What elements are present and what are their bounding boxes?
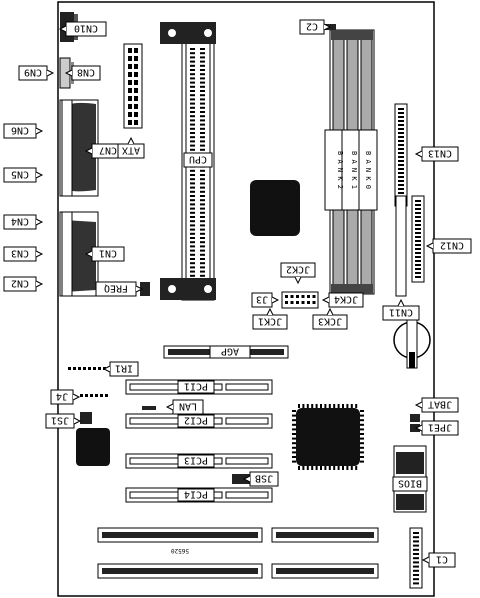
label-jck3-text: JCK3: [318, 316, 342, 327]
label-cn1-text: CN1: [99, 248, 117, 259]
label-j4: J4: [50, 389, 81, 405]
label-jck3: JCK3: [312, 307, 348, 330]
label-bios: BIOS: [392, 476, 428, 492]
label-cn5: CN5: [3, 167, 44, 183]
cn4-cn1-cn2-connector: [59, 211, 99, 297]
label-ir1: IR1: [102, 361, 139, 377]
battery: [393, 319, 431, 369]
jsb-header: [232, 474, 250, 484]
label-cn2: CN2: [3, 276, 44, 292]
label-cn7-text: CN7: [99, 145, 117, 156]
label-freq: FREQ: [95, 281, 144, 297]
label-cn12: CN12: [425, 238, 472, 254]
label-jbat: JBAT: [414, 397, 459, 413]
label-lan-text: LAN: [179, 401, 197, 412]
lan-header: [142, 406, 156, 410]
label-c1: C1: [421, 552, 456, 568]
cn13-header: [394, 103, 408, 207]
label-cn10: CN10: [58, 21, 107, 37]
label-jsb: JSB: [242, 471, 279, 487]
label-jck2: JCK2: [280, 262, 316, 285]
label-jpe1: JPE1: [414, 420, 459, 436]
label-cn8: CN8: [64, 65, 101, 81]
label-cn8-text: CN8: [77, 67, 95, 78]
label-c1-text: C1: [436, 554, 448, 565]
label-cn4-text: CN4: [11, 216, 29, 227]
isa-slots: [97, 527, 379, 579]
freq-jumper: [140, 282, 150, 296]
label-agp: AGP: [209, 345, 251, 359]
label-ir1-text: IR1: [115, 363, 133, 374]
label-cn10-text: CN10: [74, 23, 98, 34]
label-j4-text: J4: [56, 391, 68, 402]
label-j3: J3: [251, 292, 280, 308]
label-pci4: PCI4: [177, 488, 215, 502]
cn6-cn7-connector: [59, 99, 99, 197]
label-pci1-text: PCI1: [184, 381, 208, 392]
label-atx-text: ATX: [122, 145, 140, 156]
jck-jumper-block: [281, 291, 319, 309]
label-cn4: CN4: [3, 214, 44, 230]
label-pci3: PCI3: [177, 454, 215, 468]
label-jck1: JCK1: [252, 307, 288, 330]
label-atx: ATX: [117, 136, 145, 159]
label-jck4: JCK4: [321, 292, 364, 308]
label-cn11-text: CN11: [389, 307, 413, 318]
label-bios-text: BIOS: [398, 478, 422, 489]
label-cn6: CN6: [3, 123, 44, 139]
label-cn11: CN11: [382, 298, 420, 321]
label-cn13-text: CN13: [428, 148, 452, 159]
label-jsb-text: JSB: [255, 473, 273, 484]
atx-power-connector: [123, 43, 143, 129]
label-j3-text: J3: [256, 294, 268, 305]
label-cn13: CN13: [414, 146, 459, 162]
label-c2-text: C2: [306, 21, 318, 32]
label-cpu: CPU: [183, 152, 213, 168]
label-pci3-text: PCI3: [184, 455, 208, 466]
label-pci2: PCI2: [177, 414, 215, 428]
io-chip: [76, 428, 110, 466]
label-cn6-text: CN6: [11, 125, 29, 136]
label-bank1: B A N K 1: [350, 151, 358, 189]
js1-header: [80, 412, 92, 424]
label-jck1-text: JCK1: [258, 316, 282, 327]
label-cn9: CN9: [18, 65, 55, 81]
label-freq-text: FREQ: [104, 283, 128, 294]
label-cn9-text: CN9: [24, 67, 42, 78]
label-cpu-text: CPU: [189, 154, 207, 165]
south-bridge-chip: [292, 404, 364, 470]
label-jck4-text: JCK4: [334, 294, 358, 305]
label-js1-text: JS1: [51, 415, 69, 426]
label-cn2-text: CN2: [11, 278, 29, 289]
label-cn5-text: CN5: [11, 169, 29, 180]
label-cn12-text: CN12: [440, 240, 464, 251]
cn11-header: [395, 195, 407, 297]
label-cn3: CN3: [3, 246, 44, 262]
north-bridge-chip: [250, 180, 300, 236]
label-jck2-text: JCK2: [286, 264, 310, 275]
label-pci1: PCI1: [177, 380, 215, 394]
label-cn1: CN1: [84, 246, 125, 262]
label-jpe1-text: JPE1: [428, 422, 452, 433]
label-js1: JS1: [45, 413, 82, 429]
label-bank2: B A N K 2: [336, 151, 344, 189]
label-cn3-text: CN3: [11, 248, 29, 259]
label-pci2-text: PCI2: [184, 415, 208, 426]
label-c2: C2: [299, 19, 332, 35]
label-pci4-text: PCI4: [184, 489, 208, 500]
dimm-slots: [324, 29, 378, 295]
label-bank0: B A N K 0: [364, 151, 372, 189]
board-outline: [57, 1, 435, 597]
model-number: 56520: [171, 547, 189, 554]
label-lan: LAN: [165, 399, 204, 415]
label-agp-text: AGP: [221, 346, 239, 357]
j4-header: [80, 394, 108, 397]
label-jbat-text: JBAT: [428, 399, 452, 410]
